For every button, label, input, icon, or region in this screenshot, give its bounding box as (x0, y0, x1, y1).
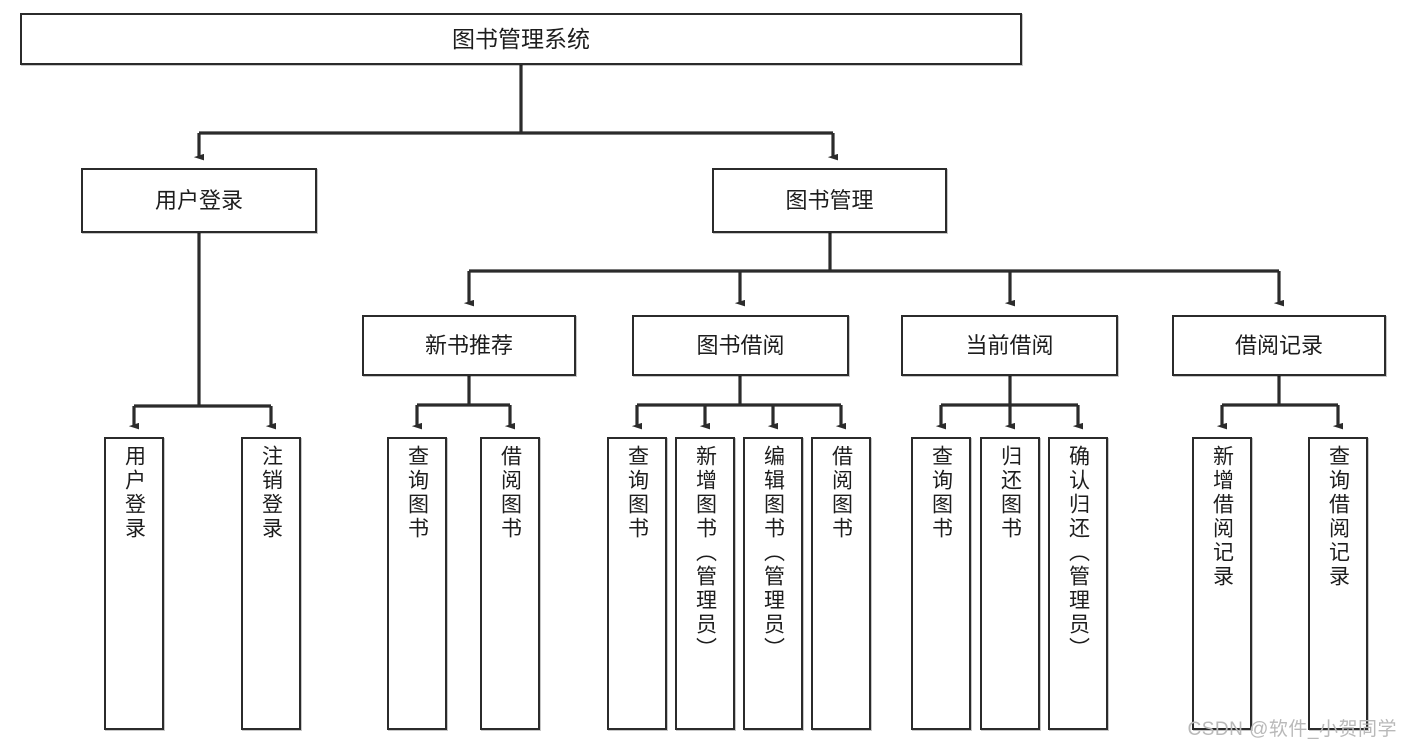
leaf-node-return-books[interactable]: 归还图书 (980, 437, 1040, 730)
node-label: 编辑图书（管理员） (761, 445, 785, 661)
node-label: 当前借阅 (965, 332, 1054, 358)
node-label: 图书管理 (785, 187, 874, 213)
node-current-borrowing[interactable]: 当前借阅 (901, 315, 1118, 376)
node-label: 借阅记录 (1234, 332, 1323, 358)
node-borrowing-record[interactable]: 借阅记录 (1172, 315, 1386, 376)
leaf-node-confirm-return-admin[interactable]: 确认归还（管理员） (1048, 437, 1108, 730)
leaf-node-borrow-books-recommendation[interactable]: 借阅图书 (480, 437, 540, 730)
leaf-node-query-borrowing-record[interactable]: 查询借阅记录 (1308, 437, 1368, 730)
leaf-node-borrow-books-borrowing[interactable]: 借阅图书 (811, 437, 871, 730)
leaf-node-add-book-admin[interactable]: 新增图书（管理员） (675, 437, 735, 730)
node-label: 归还图书 (998, 445, 1022, 541)
node-label: 查询图书 (929, 445, 953, 541)
node-label: 新书推荐 (424, 332, 513, 358)
node-label: 查询借阅记录 (1326, 445, 1350, 589)
node-label: 查询图书 (405, 445, 429, 541)
node-book-borrowing[interactable]: 图书借阅 (632, 315, 849, 376)
node-label: 新增图书（管理员） (693, 445, 717, 661)
leaf-node-add-borrowing-record[interactable]: 新增借阅记录 (1192, 437, 1252, 730)
node-label: 用户登录 (122, 445, 146, 541)
node-book-management[interactable]: 图书管理 (712, 168, 947, 233)
leaf-node-user-login[interactable]: 用户登录 (104, 437, 164, 730)
leaf-node-query-books-borrowing[interactable]: 查询图书 (607, 437, 667, 730)
node-label: 图书管理系统 (452, 25, 590, 52)
node-label: 图书借阅 (696, 332, 785, 358)
node-label: 借阅图书 (498, 445, 522, 541)
node-label: 注销登录 (259, 445, 283, 541)
node-label: 用户登录 (154, 187, 243, 213)
node-user-login[interactable]: 用户登录 (81, 168, 317, 233)
leaf-node-query-books-current[interactable]: 查询图书 (911, 437, 971, 730)
node-label: 借阅图书 (829, 445, 853, 541)
leaf-node-logout[interactable]: 注销登录 (241, 437, 301, 730)
csdn-watermark: CSDN @软件_小贺同学 (1187, 719, 1397, 740)
node-label: 新增借阅记录 (1210, 445, 1234, 589)
node-label: 确认归还（管理员） (1066, 445, 1090, 661)
leaf-node-edit-book-admin[interactable]: 编辑图书（管理员） (743, 437, 803, 730)
node-root-book-management-system[interactable]: 图书管理系统 (20, 13, 1022, 65)
leaf-node-query-books-recommendation[interactable]: 查询图书 (387, 437, 447, 730)
node-label: 查询图书 (625, 445, 649, 541)
node-new-book-recommendation[interactable]: 新书推荐 (362, 315, 576, 376)
